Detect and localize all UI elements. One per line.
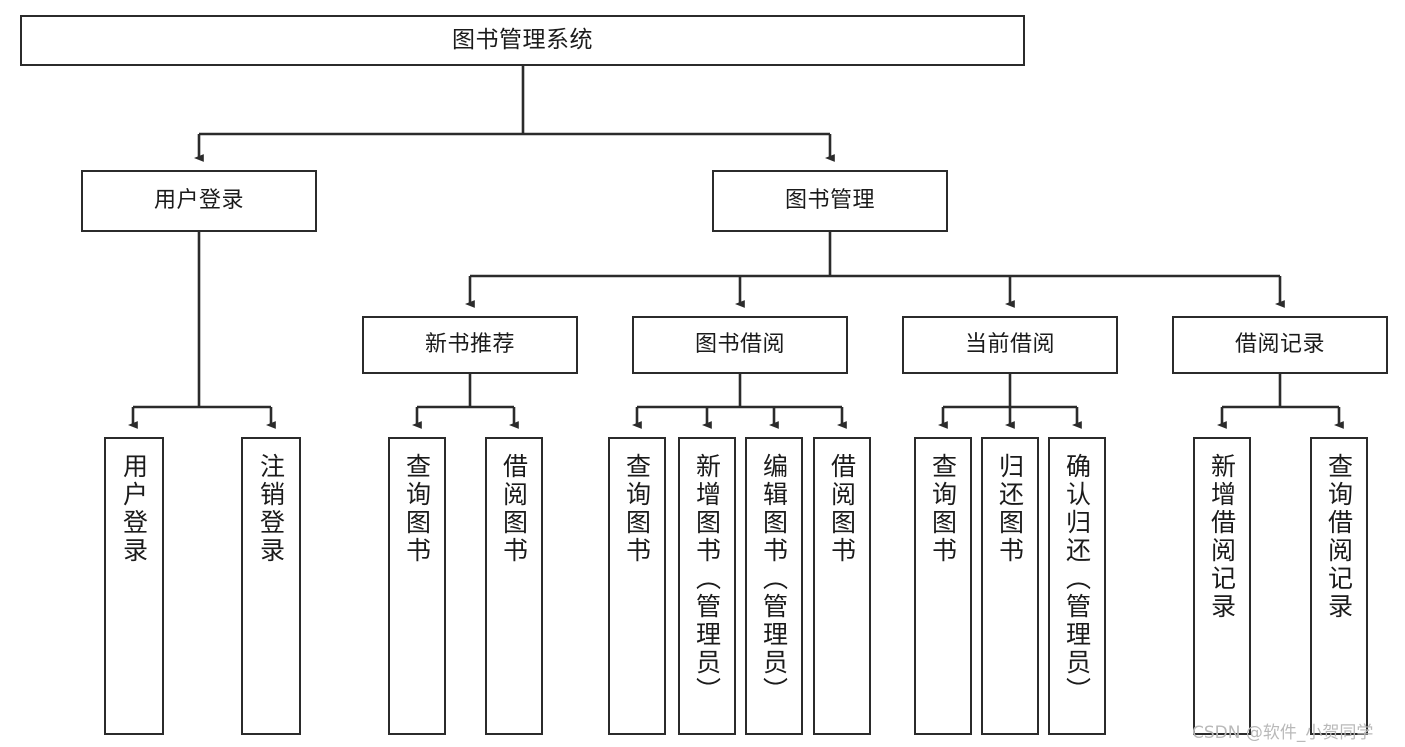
node-label: 编辑图书（管理员） <box>759 453 789 705</box>
leaf-current-return-book[interactable]: 归还图书 <box>981 437 1039 735</box>
leaf-current-confirm-return-admin[interactable]: 确认归还（管理员） <box>1048 437 1106 735</box>
node-label: 图书管理系统 <box>452 26 593 53</box>
node-label: 查询图书 <box>928 453 958 565</box>
node-label: 查询图书 <box>402 453 432 565</box>
leaf-user-login-signin[interactable]: 用户登录 <box>104 437 164 735</box>
node-current-borrow[interactable]: 当前借阅 <box>902 316 1118 374</box>
leaf-borrow-query-book[interactable]: 查询图书 <box>608 437 666 735</box>
node-label: 查询图书 <box>622 453 652 565</box>
node-label: 归还图书 <box>995 453 1025 565</box>
node-label: 新书推荐 <box>424 331 515 357</box>
node-label: 借阅图书 <box>827 453 857 565</box>
node-label: 注销登录 <box>256 453 286 565</box>
leaf-recommend-borrow-book[interactable]: 借阅图书 <box>485 437 543 735</box>
node-new-book-recommend[interactable]: 新书推荐 <box>362 316 578 374</box>
leaf-record-query-record[interactable]: 查询借阅记录 <box>1310 437 1368 735</box>
leaf-recommend-query-book[interactable]: 查询图书 <box>388 437 446 735</box>
node-root-system[interactable]: 图书管理系统 <box>20 15 1025 66</box>
leaf-borrow-edit-book-admin[interactable]: 编辑图书（管理员） <box>745 437 803 735</box>
node-book-borrow[interactable]: 图书借阅 <box>632 316 848 374</box>
node-label: 图书管理 <box>784 187 875 213</box>
leaf-record-add-record[interactable]: 新增借阅记录 <box>1193 437 1251 735</box>
node-label: 借阅记录 <box>1234 331 1325 357</box>
node-label: 新增借阅记录 <box>1207 453 1237 621</box>
node-user-login[interactable]: 用户登录 <box>81 170 317 232</box>
node-borrow-record[interactable]: 借阅记录 <box>1172 316 1388 374</box>
leaf-current-query-book[interactable]: 查询图书 <box>914 437 972 735</box>
node-label: 借阅图书 <box>499 453 529 565</box>
csdn-watermark: CSDN @软件_小贺同学 <box>1192 723 1374 743</box>
node-label: 确认归还（管理员） <box>1062 453 1092 705</box>
node-label: 用户登录 <box>153 187 244 213</box>
node-label: 查询借阅记录 <box>1324 453 1354 621</box>
node-label: 图书借阅 <box>694 331 785 357</box>
leaf-borrow-add-book-admin[interactable]: 新增图书（管理员） <box>678 437 736 735</box>
node-label: 新增图书（管理员） <box>692 453 722 705</box>
leaf-user-login-signout[interactable]: 注销登录 <box>241 437 301 735</box>
node-label: 当前借阅 <box>964 331 1055 357</box>
leaf-borrow-borrow-book[interactable]: 借阅图书 <box>813 437 871 735</box>
node-label: 用户登录 <box>119 453 149 565</box>
node-book-management[interactable]: 图书管理 <box>712 170 948 232</box>
